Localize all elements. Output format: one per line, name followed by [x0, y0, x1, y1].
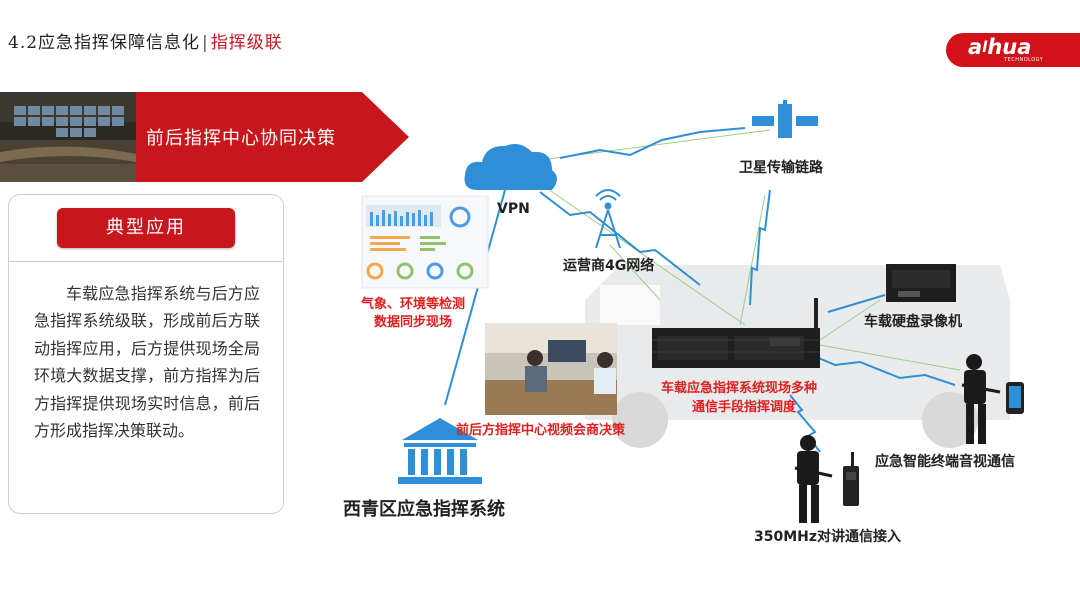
smart-terminal-label: 应急智能终端音视通信 — [875, 454, 1015, 470]
smartphone-icon — [1006, 382, 1024, 414]
zigzag-vpn-satellite — [559, 127, 746, 159]
zigzag-satellite-vehicle — [749, 189, 771, 306]
panel-body: 车载应急指挥系统与后方应急指挥系统级联，形成前后方联动指挥应用，后方提供现场全局… — [34, 284, 260, 441]
link-vehicle-dvr — [819, 299, 881, 341]
link-vehicle-terminal — [819, 344, 961, 371]
soldier-radio-icon — [794, 435, 833, 523]
section-subtitle: 指挥级联 — [210, 33, 283, 53]
soldier-terminal-icon — [961, 354, 1001, 444]
logo-wordmark: alhua — [968, 35, 1032, 59]
satellite-icon — [752, 100, 818, 138]
title-separator: | — [202, 33, 209, 53]
section-title: 4.2应急指挥保障信息化 — [8, 33, 201, 53]
link-4g-vehicle — [609, 244, 661, 301]
vpn-label: VPN — [497, 201, 530, 217]
radio-access-label: 350MHz对讲通信接入 — [754, 529, 902, 545]
panel-heading: 典型应用 — [57, 208, 235, 248]
satellite-label: 卫星传输链路 — [739, 160, 823, 176]
logo-subtext: TECHNOLOGY — [1004, 57, 1044, 63]
zigzag-vehicle-terminal — [799, 349, 956, 386]
command-center-photo — [0, 92, 136, 182]
vehicle-command-server-icon — [652, 298, 820, 368]
cloud-icon — [464, 144, 557, 190]
walkie-talkie-icon — [843, 452, 859, 506]
link-dvr — [827, 294, 886, 313]
dvr-icon — [886, 264, 956, 302]
vehicle-dvr-label: 车载硬盘录像机 — [864, 314, 962, 330]
weather-data-label-line2: 数据同步现场 — [374, 315, 453, 330]
panel-divider — [9, 261, 283, 262]
video-conference-label: 前后方指挥中心视频会商决策 — [456, 423, 626, 438]
carrier-network-label: 运营商4G网络 — [563, 258, 655, 274]
dashboard-thumbnail — [361, 195, 489, 289]
government-building-icon — [398, 418, 482, 484]
dahua-logo: alhua TECHNOLOGY — [946, 33, 1080, 67]
banner-title: 前后指挥中心协同决策 — [146, 128, 336, 149]
page-title: 4.2应急指挥保障信息化|指挥级联 — [8, 28, 283, 53]
link-satellite-vehicle — [739, 194, 766, 326]
banner-arrow — [136, 92, 409, 182]
video-conference-photo — [485, 323, 617, 415]
vehicle-command-label-line2: 通信手段指挥调度 — [692, 400, 797, 415]
vehicle-command-label-line1: 车载应急指挥系统现场多种 — [661, 381, 818, 396]
cell-tower-icon — [595, 189, 621, 249]
weather-data-label-line1: 气象、环境等检测 — [361, 297, 466, 312]
link-vpn-xiqing — [444, 189, 506, 406]
xiqing-command-system-label: 西青区应急指挥系统 — [343, 499, 505, 520]
